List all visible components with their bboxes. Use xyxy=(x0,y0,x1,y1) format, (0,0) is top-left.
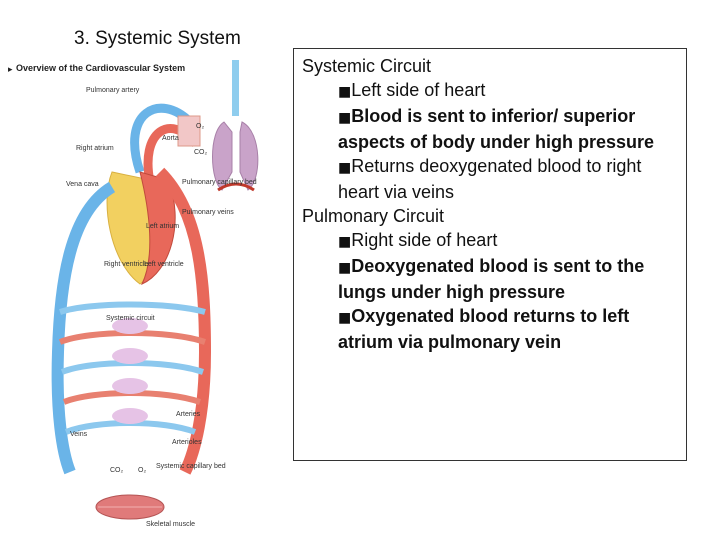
label-vena-cava: Vena cava xyxy=(66,181,99,188)
label-co2-bottom: CO₂ xyxy=(110,467,124,474)
systemic-item-text: Returns deoxygenated blood to right hear… xyxy=(338,156,642,202)
pulmonary-item: ■Deoxygenated blood is sent to the lungs… xyxy=(338,254,678,304)
label-aorta: Aorta xyxy=(162,135,179,142)
label-o2-bottom: O₂ xyxy=(138,467,146,474)
diagram-header-arrow: ▸ xyxy=(8,64,13,74)
systemic-item: ■Blood is sent to inferior/ superior asp… xyxy=(338,104,678,154)
pulmonary-item-text: Deoxygenated blood is sent to the lungs … xyxy=(338,256,645,302)
label-arterioles: Arterioles xyxy=(172,439,202,446)
pulmonary-heading: Pulmonary Circuit xyxy=(302,206,445,226)
pulmonary-item-text: Oxygenated blood returns to left atrium … xyxy=(338,306,630,352)
bullet-marker: ■ xyxy=(338,260,352,276)
systemic-item: ■Returns deoxygenated blood to right hea… xyxy=(338,154,678,204)
bullet-marker: ■ xyxy=(338,234,352,250)
pulmonary-capillary-mesh xyxy=(177,115,201,147)
label-right-ventricle: Right ventricle xyxy=(104,261,148,268)
bullet-marker: ■ xyxy=(338,310,352,326)
diagram-header: Overview of the Cardiovascular System xyxy=(16,63,185,73)
vena-cava-vessel xyxy=(51,181,116,475)
pulmonary-artery-vessel xyxy=(130,103,194,174)
right-lung xyxy=(239,121,259,191)
systemic-item-text: Left side of heart xyxy=(351,80,486,100)
label-left-atrium: Left atrium xyxy=(146,223,179,230)
label-pulmonary-artery: Pulmonary artery xyxy=(86,87,140,94)
pulmonary-item-text: Right side of heart xyxy=(351,230,498,250)
label-pulmonary-veins: Pulmonary veins xyxy=(182,209,234,216)
pulmonary-item: ■Right side of heart xyxy=(338,228,678,254)
label-o2: O₂ xyxy=(196,123,204,130)
systemic-heading: Systemic Circuit xyxy=(302,56,432,76)
trachea xyxy=(232,60,239,116)
cardiovascular-diagram: ▸ Overview of the Cardiovascular System … xyxy=(8,60,259,528)
circuit-textbox: Systemic Circuit ■Left side of heart ■Bl… xyxy=(293,48,687,461)
slide-title: 3. Systemic System xyxy=(74,28,241,49)
label-pulmonary-capillary-bed: Pulmonary capillary bed xyxy=(182,179,257,186)
label-arteries: Arteries xyxy=(176,411,201,418)
label-co2: CO₂ xyxy=(194,149,208,156)
bullet-marker: ■ xyxy=(338,84,352,100)
label-systemic-capillary-bed: Systemic capillary bed xyxy=(156,463,226,470)
bullet-marker: ■ xyxy=(338,160,352,176)
bullet-marker: ■ xyxy=(338,110,352,126)
label-skeletal-muscle: Skeletal muscle xyxy=(146,521,195,528)
aorta-vessel xyxy=(155,167,212,475)
systemic-loops xyxy=(58,301,206,435)
systemic-item: ■Left side of heart xyxy=(338,78,678,104)
label-veins: Veins xyxy=(70,431,88,438)
label-systemic-circuit: Systemic circuit xyxy=(106,315,155,322)
label-left-ventricle: Left ventricle xyxy=(144,261,184,268)
left-lung xyxy=(212,121,233,191)
heart-left xyxy=(139,171,176,285)
label-right-atrium: Right atrium xyxy=(76,145,114,152)
systemic-item-text: Blood is sent to inferior/ superior aspe… xyxy=(338,106,655,152)
pulmonary-item: ■Oxygenated blood returns to left atrium… xyxy=(338,304,678,354)
diaphragm xyxy=(217,182,255,192)
